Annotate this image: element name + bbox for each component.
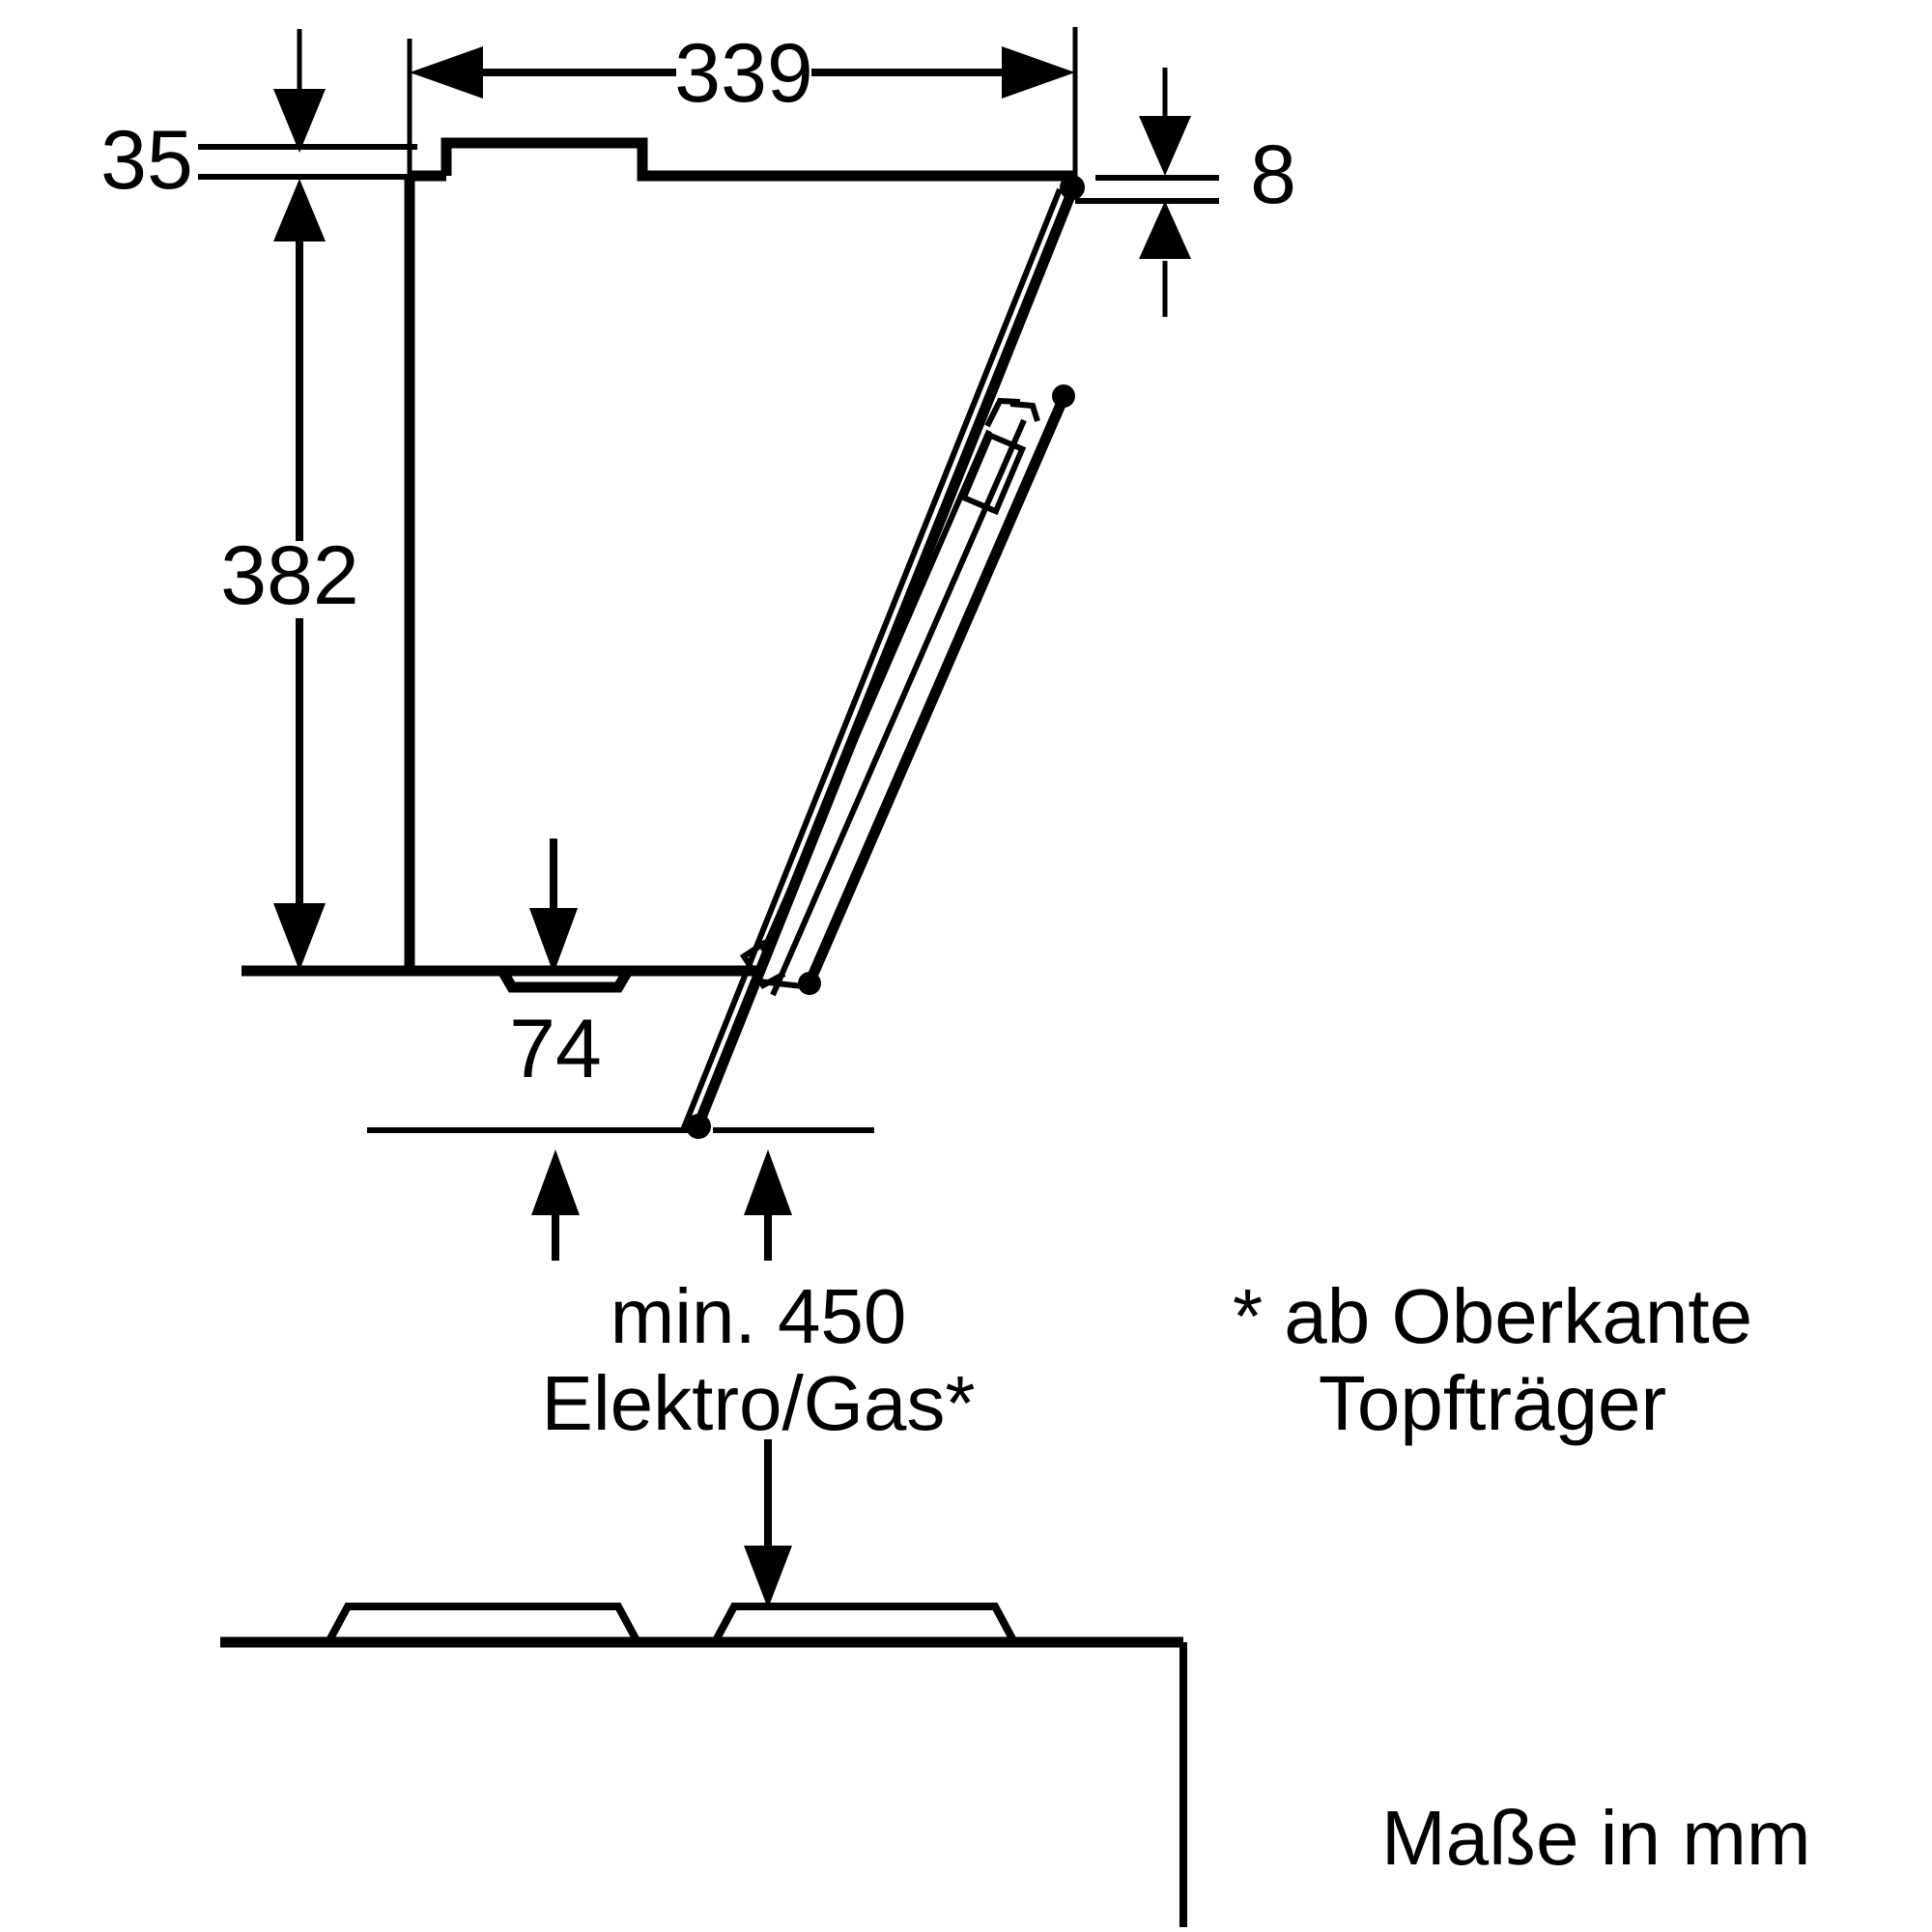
label-339: 339 [674,27,813,120]
units-note: Maße in mm [1381,1795,1811,1881]
burner-right [711,1603,1018,1644]
label-74: 74 [509,1003,602,1095]
arrow-left-339 [410,46,483,99]
inner-filter-assembly [739,384,1075,997]
arrow-down-382 [273,903,326,971]
bracket-notch-top [1009,401,1040,422]
glass-panel-inner-edge [680,187,1063,1132]
filter-rail-right [770,418,1027,997]
glass-top-cap [1060,175,1085,200]
arrow-down-74 [529,908,578,974]
label-min-450: min. 450 [611,1273,907,1359]
bracket-bottom-connector [758,979,812,990]
inclined-glass-panel [680,175,1085,1139]
dimension-min-450 [367,1127,874,1608]
bracket-block-top [959,431,1027,516]
arrow-up-min450-left [531,1150,580,1215]
filter-outer-top-cap [1052,384,1075,408]
arrow-up-8 [1139,201,1191,259]
arrow-down-8 [1139,116,1191,176]
arrow-up-35 [273,179,326,242]
hood-top-profile [440,137,1075,182]
hood-bottom-recess [497,968,633,993]
arrow-up-min450-right [744,1150,792,1215]
label-382: 382 [220,529,359,622]
arrow-down-min450-hob [744,1546,792,1608]
filter-rail-left [760,429,992,953]
hood-body-outline [242,137,1075,993]
glass-panel-outer-edge [690,181,1081,1135]
dimension-382 [242,232,410,974]
label-8: 8 [1250,128,1296,221]
dimension-74 [529,838,578,974]
dimension-339 [407,27,1078,184]
bracket-hook-top [984,397,1021,428]
glass-bottom-cap [686,1114,711,1139]
arrow-down-35 [273,89,326,153]
filter-outer-bar [802,388,1072,990]
burner-left [325,1603,641,1644]
bracket-block-bottom [739,939,786,989]
dimension-8 [1075,68,1219,317]
arrow-right-339 [1002,46,1075,99]
dimension-35 [198,29,417,261]
label-elektro-gas: Elektro/Gas* [541,1360,975,1446]
footnote-line-2: Topfträger [1319,1360,1666,1446]
footnote-line-1: * ab Oberkante [1233,1273,1752,1359]
label-35: 35 [100,114,193,207]
hob-and-worktop [220,1603,1187,1927]
